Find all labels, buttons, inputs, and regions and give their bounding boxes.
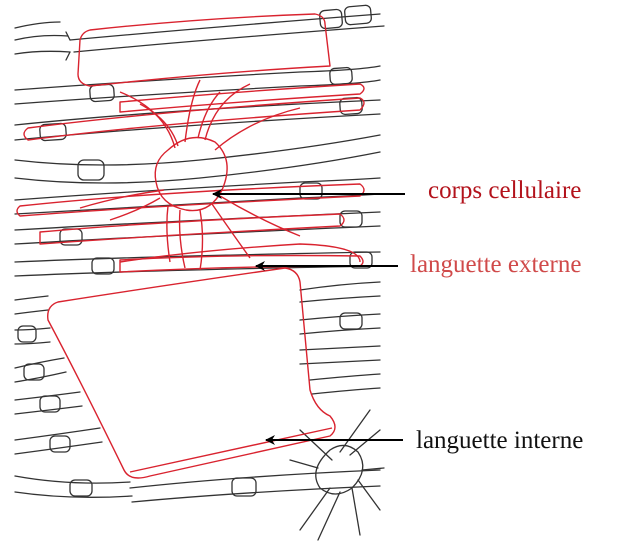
label-languette-interne: languette interne xyxy=(416,427,584,454)
inner-tongue-sheet xyxy=(47,267,336,479)
label-languette-externe: languette externe xyxy=(410,251,582,278)
cell-body xyxy=(154,136,228,212)
axon-fibers xyxy=(14,4,385,541)
label-arrows xyxy=(212,189,405,445)
top-myelin-sheath xyxy=(77,13,331,87)
label-corps-cellulaire: corps cellulaire xyxy=(428,177,582,204)
oligodendrocyte-cell xyxy=(16,13,365,479)
